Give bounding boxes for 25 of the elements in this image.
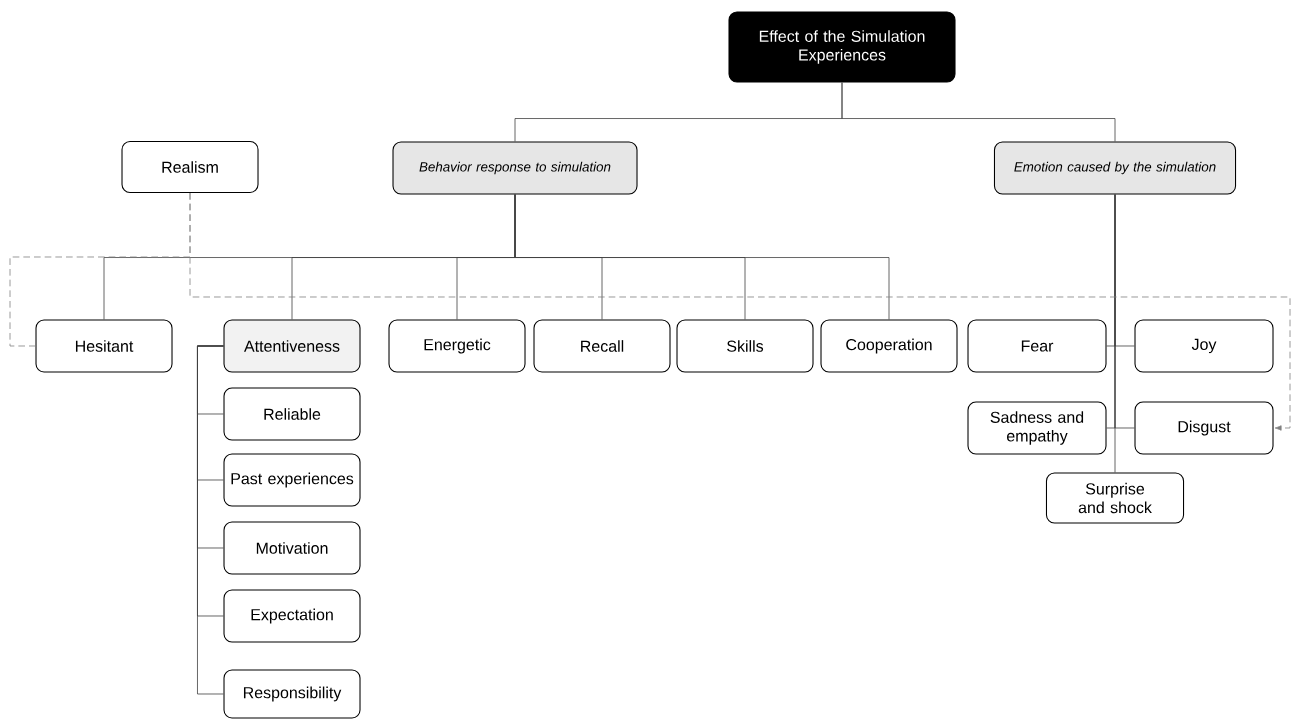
concept-box: Reliable: [223, 387, 361, 441]
concept-box: Fear: [967, 319, 1107, 373]
concept-box: Energetic: [388, 319, 526, 373]
connector-line: [841, 82, 1116, 142]
concept-box: Joy: [1134, 319, 1274, 373]
concept-box: Expectation: [223, 589, 361, 643]
connector-line: [197, 345, 224, 695]
concept-box: Responsibility: [223, 669, 361, 719]
category-box: Emotion caused by the simulation: [993, 141, 1237, 195]
connector-line: [1114, 194, 1116, 473]
connector-line: [514, 194, 890, 320]
concept-box: Surprise and shock: [1045, 472, 1185, 524]
root-box: Effect of the Simulation Experiences: [728, 11, 956, 83]
concept-box: Motivation: [223, 521, 361, 575]
concept-box: Sadness and empathy: [967, 401, 1107, 455]
concept-box: Disgust: [1134, 401, 1274, 455]
arrow: [189, 192, 1291, 431]
concept-box: Past experiences: [223, 453, 361, 507]
concept-box: Skills: [676, 319, 814, 373]
concept-box: Realism: [121, 141, 259, 193]
concept-box: Hesitant: [35, 319, 173, 373]
concept-box: Attentiveness: [223, 319, 361, 373]
concept-box: Recall: [533, 319, 671, 373]
category-box: Behavior response to simulation: [392, 141, 638, 195]
concept-box: Cooperation: [820, 319, 958, 373]
